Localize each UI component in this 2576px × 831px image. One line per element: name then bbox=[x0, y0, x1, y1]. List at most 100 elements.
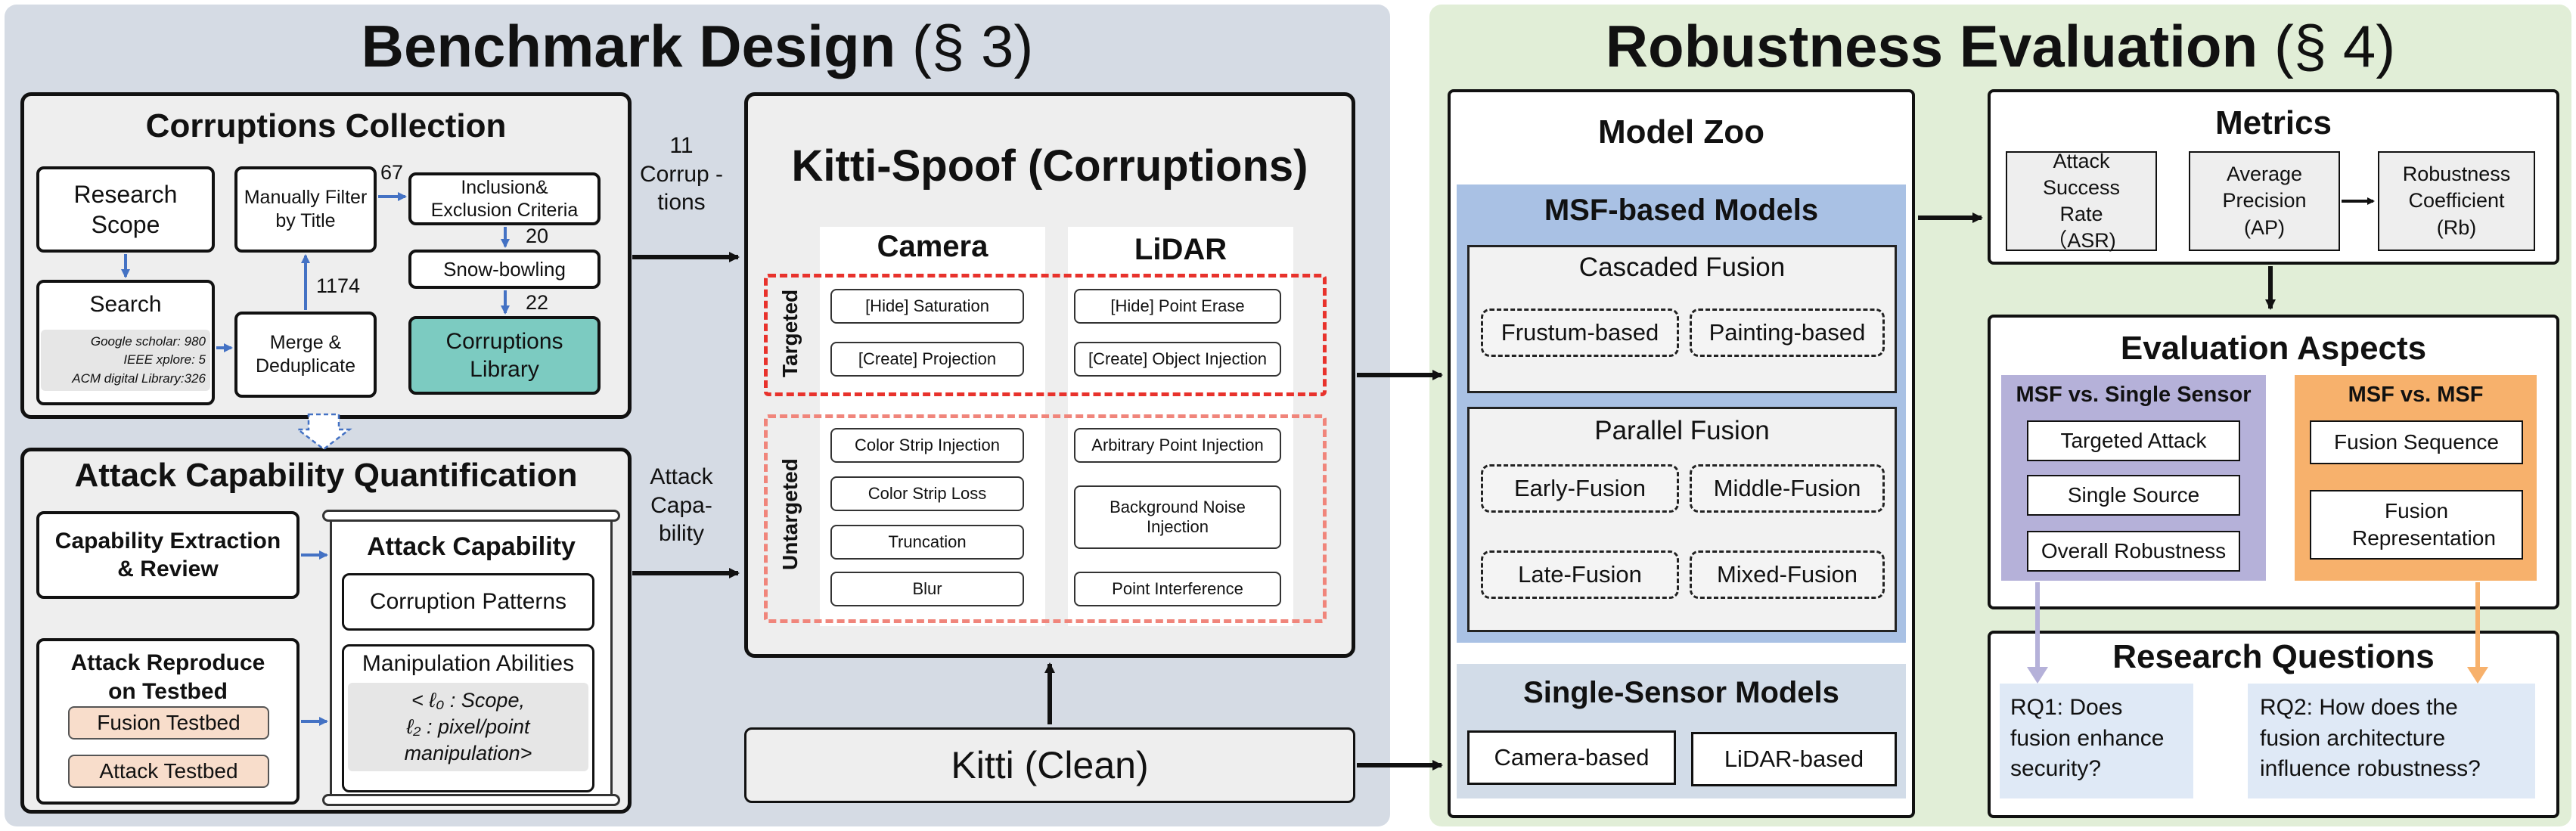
camera-targeted-item: [Create] Projection bbox=[830, 342, 1024, 377]
manipulation-abilities-box: Manipulation Abilities < ℓ₀ : Scope, ℓ₂ … bbox=[342, 644, 594, 792]
rq2-text: RQ2: How does the fusion architecture in… bbox=[2260, 695, 2481, 781]
late-fusion-box: Late-Fusion bbox=[1481, 550, 1679, 599]
inclusion-label: Inclusion& Exclusion Criteria bbox=[430, 177, 579, 221]
aspect-fusion-sequence-label: Fusion Sequence bbox=[2334, 430, 2499, 454]
kitti-clean-box: Kitti (Clean) bbox=[744, 727, 1355, 803]
lidar-untargeted-item: Point Interference bbox=[1074, 572, 1281, 606]
camera-header: Camera bbox=[877, 230, 989, 263]
research-questions-title: Research Questions bbox=[2112, 638, 2435, 675]
camera-targeted-item: [Hide] Saturation bbox=[830, 289, 1024, 324]
rq1-text: RQ1: Does fusion enhance security? bbox=[2010, 695, 2165, 781]
formula-line-1: < ℓ₀ : Scope, bbox=[411, 689, 525, 712]
source-acm-library: ACM digital Library:326 bbox=[72, 371, 206, 386]
attack-capability-arrow-label: Attack Capa- bility bbox=[632, 463, 731, 548]
lidar-header: LiDAR bbox=[1134, 233, 1227, 266]
corruptions-count-text: 11 Corrup -tions bbox=[639, 133, 724, 215]
ap-box: Average Precision (AP) bbox=[2189, 151, 2340, 251]
lidar-targeted-item: [Hide] Point Erase bbox=[1074, 289, 1281, 324]
corruptions-library-label: Corruptions Library bbox=[445, 328, 563, 383]
source-google-scholar: Google scholar: 980 bbox=[90, 333, 206, 349]
research-scope-label: Research Scope bbox=[73, 181, 178, 238]
mixed-fusion-box: Mixed-Fusion bbox=[1690, 550, 1885, 599]
search-label: Search bbox=[89, 292, 162, 317]
rb-label: Robustness Coefficient (Rb) bbox=[2402, 163, 2511, 239]
source-ieee-xplore: IEEE xplore: 5 bbox=[123, 352, 206, 367]
fusion-testbed-label: Fusion Testbed bbox=[97, 711, 241, 734]
asr-label: Attack Success Rate （ASR) bbox=[2042, 149, 2121, 253]
aspect-fusion-representation-label: Fusion Representation bbox=[2352, 498, 2496, 550]
camera-untargeted-item: Color Strip Loss bbox=[830, 476, 1024, 511]
camera-based-label: Camera-based bbox=[1494, 744, 1650, 771]
robustness-evaluation-title: Robustness Evaluation (§ 4) bbox=[1429, 5, 2571, 88]
manual-filter-label: Manually Filter by Title bbox=[244, 186, 368, 231]
rb-box: Robustness Coefficient (Rb) bbox=[2378, 151, 2535, 251]
camera-untargeted-item: Truncation bbox=[830, 525, 1024, 560]
targeted-region bbox=[764, 274, 1327, 396]
attack-reproduce-label: Attack Reproduce on Testbed bbox=[70, 650, 265, 704]
robustness-evaluation-title-text: Robustness Evaluation bbox=[1605, 13, 2258, 79]
aspect-fusion-representation: Fusion Representation bbox=[2310, 490, 2523, 560]
corruptions-collection-title: Corruptions Collection bbox=[145, 107, 507, 144]
formula-line-2: ℓ₂ : pixel/point bbox=[406, 715, 530, 739]
lidar-untargeted-item: Arbitrary Point Injection bbox=[1074, 428, 1281, 463]
manual-filter-box: Manually Filter by Title bbox=[234, 166, 377, 253]
inclusion-box: Inclusion& Exclusion Criteria bbox=[408, 172, 601, 225]
early-fusion-box: Early-Fusion bbox=[1481, 464, 1679, 513]
snowball-box: Snow-bowling bbox=[408, 250, 601, 289]
capability-extraction-label: Capability Extraction & Review bbox=[54, 528, 281, 582]
kitti-spoof-title: Kitti-Spoof (Corruptions) bbox=[791, 141, 1308, 191]
middle-fusion-box: Middle-Fusion bbox=[1690, 464, 1885, 513]
manipulation-formula: < ℓ₀ : Scope, ℓ₂ : pixel/point manipulat… bbox=[348, 683, 588, 772]
aspect-targeted-attack: Targeted Attack bbox=[2027, 420, 2240, 461]
merge-box: Merge & Deduplicate bbox=[234, 312, 377, 398]
benchmark-design-section: (§ 3) bbox=[911, 13, 1034, 79]
research-scope-box: Research Scope bbox=[36, 166, 215, 253]
kitti-clean-label: Kitti (Clean) bbox=[951, 744, 1149, 786]
search-sources: Google scholar: 980 IEEE xplore: 5 ACM d… bbox=[41, 329, 210, 392]
lidar-untargeted-item-text: Background Noise Injection bbox=[1110, 497, 1246, 536]
aspect-targeted-attack-label: Targeted Attack bbox=[2060, 429, 2207, 452]
single-to-rq1-arrowhead bbox=[2027, 667, 2048, 684]
lidar-based-label: LiDAR-based bbox=[1724, 746, 1864, 772]
corruptions-count-label: 11 Corrup -tions bbox=[632, 132, 731, 217]
aspect-single-source: Single Source bbox=[2027, 475, 2240, 516]
aspect-single-source-label: Single Source bbox=[2067, 483, 2200, 507]
corruption-patterns-label: Corruption Patterns bbox=[369, 589, 567, 614]
search-box: Search Google scholar: 980 IEEE xplore: … bbox=[36, 280, 215, 405]
attack-testbed-label: Attack Testbed bbox=[99, 759, 238, 783]
count-1174: 1174 bbox=[315, 274, 361, 297]
asr-box: Attack Success Rate （ASR) bbox=[2006, 149, 2157, 253]
msf-models-title: MSF-based Models bbox=[1544, 194, 1819, 227]
aspect-fusion-sequence: Fusion Sequence bbox=[2310, 420, 2523, 464]
attack-capability-title: Attack Capability Quantification bbox=[74, 457, 578, 494]
robustness-evaluation-section: (§ 4) bbox=[2273, 13, 2396, 79]
frustum-based-box: Frustum-based bbox=[1481, 309, 1679, 357]
attack-capability-arrow-text: Attack Capa- bility bbox=[650, 464, 713, 546]
model-zoo-title: Model Zoo bbox=[1598, 113, 1764, 150]
scroll-title: Attack Capability bbox=[367, 532, 576, 561]
count-20: 20 bbox=[525, 225, 549, 247]
lidar-based-box: LiDAR-based bbox=[1691, 732, 1897, 786]
collection-to-capability-arrow bbox=[295, 413, 352, 451]
metrics-title: Metrics bbox=[2214, 104, 2332, 141]
lidar-targeted-item: [Create] Object Injection bbox=[1074, 342, 1281, 377]
msf-to-rq2-arrowhead bbox=[2467, 667, 2488, 684]
camera-untargeted-item: Color Strip Injection bbox=[830, 428, 1024, 463]
aspect-overall-robustness-label: Overall Robustness bbox=[2041, 539, 2227, 563]
evaluation-aspects-title: Evaluation Aspects bbox=[2120, 330, 2427, 367]
benchmark-design-title: Benchmark Design (§ 3) bbox=[5, 5, 1390, 88]
msf-vs-single-title: MSF vs. Single Sensor bbox=[2016, 383, 2252, 407]
collection-flow-arrows bbox=[121, 192, 510, 726]
manipulation-abilities-label: Manipulation Abilities bbox=[362, 651, 575, 676]
rq1-box: RQ1: Does fusion enhance security? bbox=[2000, 684, 2193, 798]
count-67: 67 bbox=[380, 161, 404, 184]
snowball-label: Snow-bowling bbox=[443, 257, 566, 281]
attack-testbed-badge: Attack Testbed bbox=[68, 755, 269, 788]
count-22: 22 bbox=[525, 291, 549, 314]
camera-based-box: Camera-based bbox=[1467, 730, 1676, 785]
untargeted-region bbox=[764, 414, 1327, 623]
capability-extraction-box: Capability Extraction & Review bbox=[36, 511, 299, 599]
camera-untargeted-item: Blur bbox=[830, 572, 1024, 606]
corruption-patterns-box: Corruption Patterns bbox=[342, 573, 594, 631]
